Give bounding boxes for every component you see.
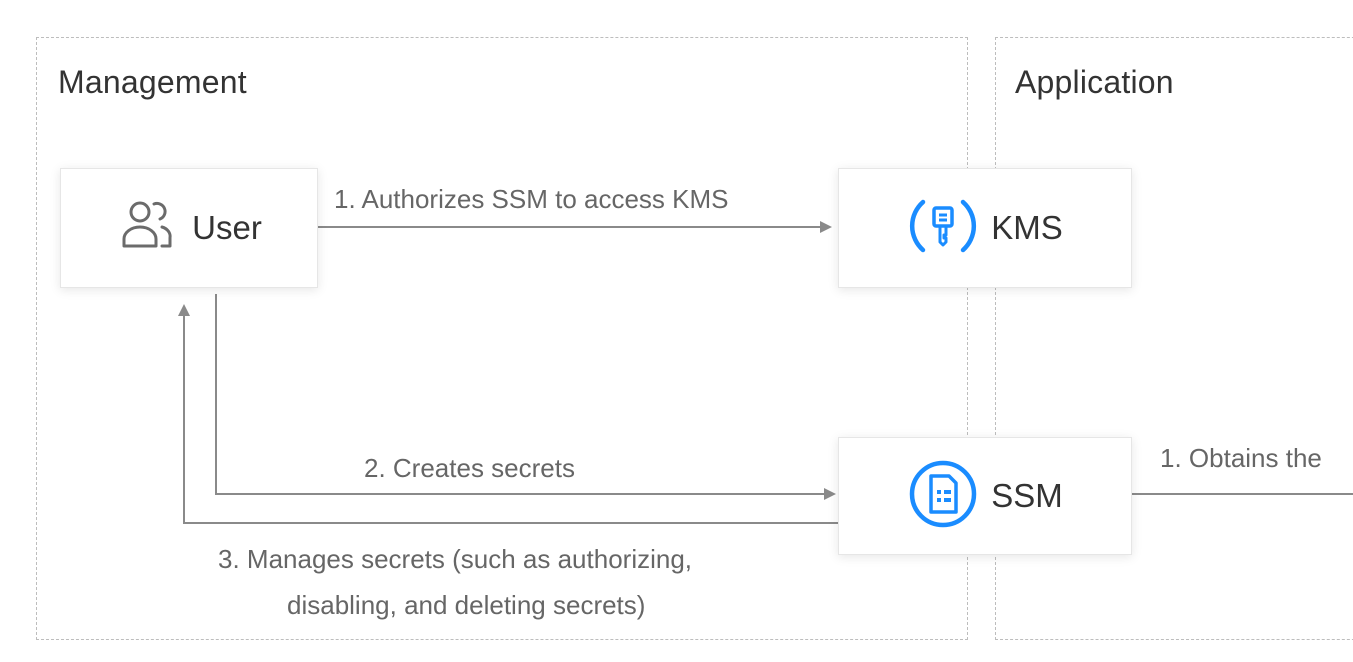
manage-arrow bbox=[178, 304, 838, 524]
application-title: Application bbox=[1015, 64, 1174, 100]
kms-node[interactable]: KMS bbox=[838, 168, 1132, 288]
kms-label: KMS bbox=[991, 209, 1063, 246]
user-label: User bbox=[192, 209, 262, 246]
manage-label-line1: 3. Manages secrets (such as authorizing, bbox=[218, 544, 693, 574]
user-node[interactable]: User bbox=[60, 168, 318, 288]
obtain-label: 1. Obtains the bbox=[1160, 443, 1322, 473]
document-icon bbox=[907, 458, 979, 535]
ssm-node[interactable]: SSM bbox=[838, 437, 1132, 555]
application-region bbox=[995, 37, 1353, 640]
user-group-icon bbox=[116, 194, 180, 263]
manage-label-line2: disabling, and deleting secrets) bbox=[287, 590, 646, 620]
ssm-label: SSM bbox=[991, 477, 1063, 514]
create-arrow bbox=[215, 294, 836, 500]
management-title: Management bbox=[58, 64, 247, 100]
create-label: 2. Creates secrets bbox=[364, 453, 575, 483]
management-region bbox=[36, 37, 968, 640]
key-icon bbox=[907, 190, 979, 267]
authorize-label: 1. Authorizes SSM to access KMS bbox=[334, 184, 729, 214]
